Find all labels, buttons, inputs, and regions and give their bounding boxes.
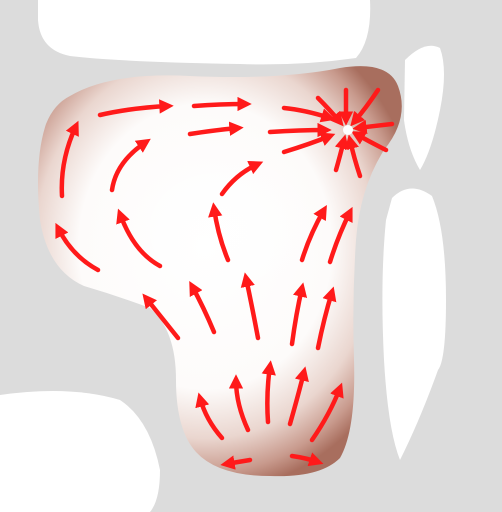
flow-arrow [194, 104, 246, 106]
sinus-ostium [343, 125, 353, 135]
nasal-cavity-airspace-top [38, 0, 370, 64]
flow-arrow [270, 130, 326, 132]
flow-arrow [267, 366, 270, 422]
